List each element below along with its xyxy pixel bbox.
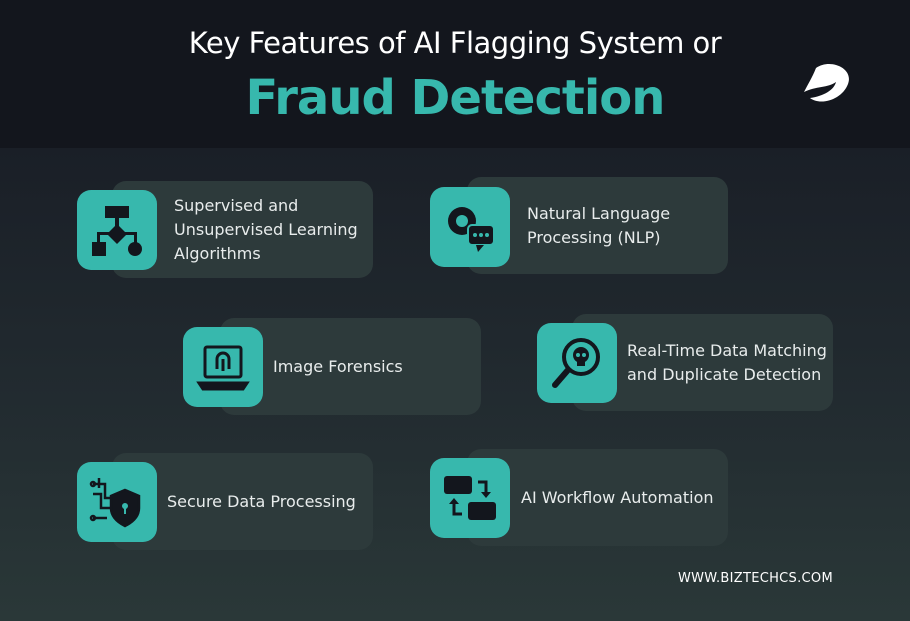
feature-label: Secure Data Processing [167,491,356,511]
feature-label: AI Workflow Automation [521,487,714,507]
flowchart-icon [77,190,157,270]
feature-card-nlp [467,177,728,274]
feature-card-image-forensics [220,318,481,415]
header: Key Features of AI Flagging System or Fr… [0,0,910,148]
title-line-1: Key Features of AI Flagging System or [188,26,722,60]
feature-label: Image Forensics [273,356,403,376]
feature-label: Natural Language Processing (NLP) [527,203,671,247]
title-line-2: Fraud Detection [245,70,666,126]
workflow-arrows-icon [430,458,510,538]
skull-magnifier-icon [537,323,617,403]
brand-logo-icon [804,63,849,102]
feature-label: Supervised and Unsupervised Learning Alg… [174,195,358,263]
circuit-shield-icon [77,462,157,542]
gear-chat-icon [430,187,510,267]
feature-label: Real-Time Data Matching and Duplicate De… [627,340,827,384]
website-url: WWW.BIZTECHCS.COM [678,571,833,586]
feature-card-ai-workflow [467,449,728,546]
fingerprint-laptop-icon [183,327,263,407]
